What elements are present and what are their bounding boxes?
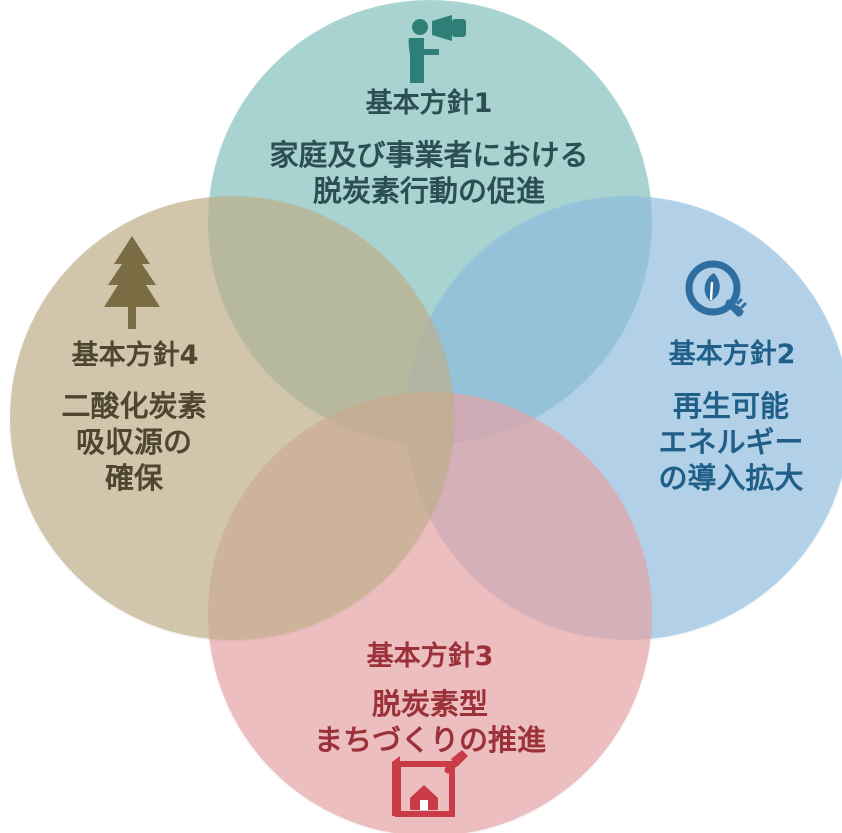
policy-2-heading: 基本方針2 (669, 338, 796, 370)
policy-1-line-2: 脱炭素行動の促進 (313, 174, 545, 208)
policy-4-line-3: 確保 (105, 461, 164, 495)
labels-layer: 基本方針1 家庭及び事業者における 脱炭素行動の促進 基本方針2 再生可能 エネ… (61, 87, 803, 757)
policy-1-heading: 基本方針1 (366, 87, 493, 119)
house-plan-icon (392, 750, 468, 817)
policy-4-heading: 基本方針4 (72, 339, 199, 371)
tree-icon (104, 236, 160, 329)
policy-2-line-3: の導入拡大 (658, 461, 803, 495)
policy-2-line-2: エネルギー (658, 425, 803, 459)
policy-3-line-1: 脱炭素型 (372, 687, 488, 721)
policy-4-line-2: 吸収源の (76, 425, 192, 459)
megaphone-person-icon (408, 15, 466, 83)
policy-3-line-2: まちづくりの推進 (314, 723, 546, 757)
policy-4-line-1: 二酸化炭素 (61, 389, 206, 423)
leaf-plug-icon (685, 260, 747, 317)
policy-2-line-1: 再生可能 (673, 389, 789, 423)
policy-3-heading: 基本方針3 (367, 640, 494, 672)
policy-1-line-1: 家庭及び事業者における (269, 138, 588, 172)
icons-layer (104, 15, 747, 817)
